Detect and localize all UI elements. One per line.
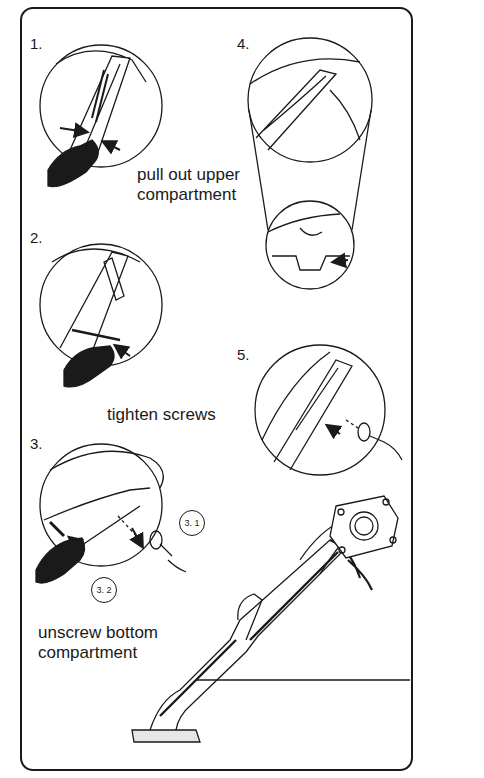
instruction-note: pull out upper compartment — [137, 165, 245, 205]
step-number: 4. — [237, 34, 250, 54]
step-number: 1. — [30, 34, 43, 54]
step-number: 5. — [237, 345, 250, 365]
step-number: 2. — [30, 228, 43, 248]
instruction-note: tighten screws — [107, 405, 216, 425]
instruction-note: unscrew bottom compartment — [38, 623, 188, 663]
callout-number: 3. 2 — [96, 585, 111, 595]
callout-number: 3. 1 — [184, 518, 199, 528]
step-number: 3. — [30, 434, 43, 454]
callout-circle: 3. 1 — [179, 510, 205, 536]
callout-circle: 3. 2 — [91, 577, 117, 603]
